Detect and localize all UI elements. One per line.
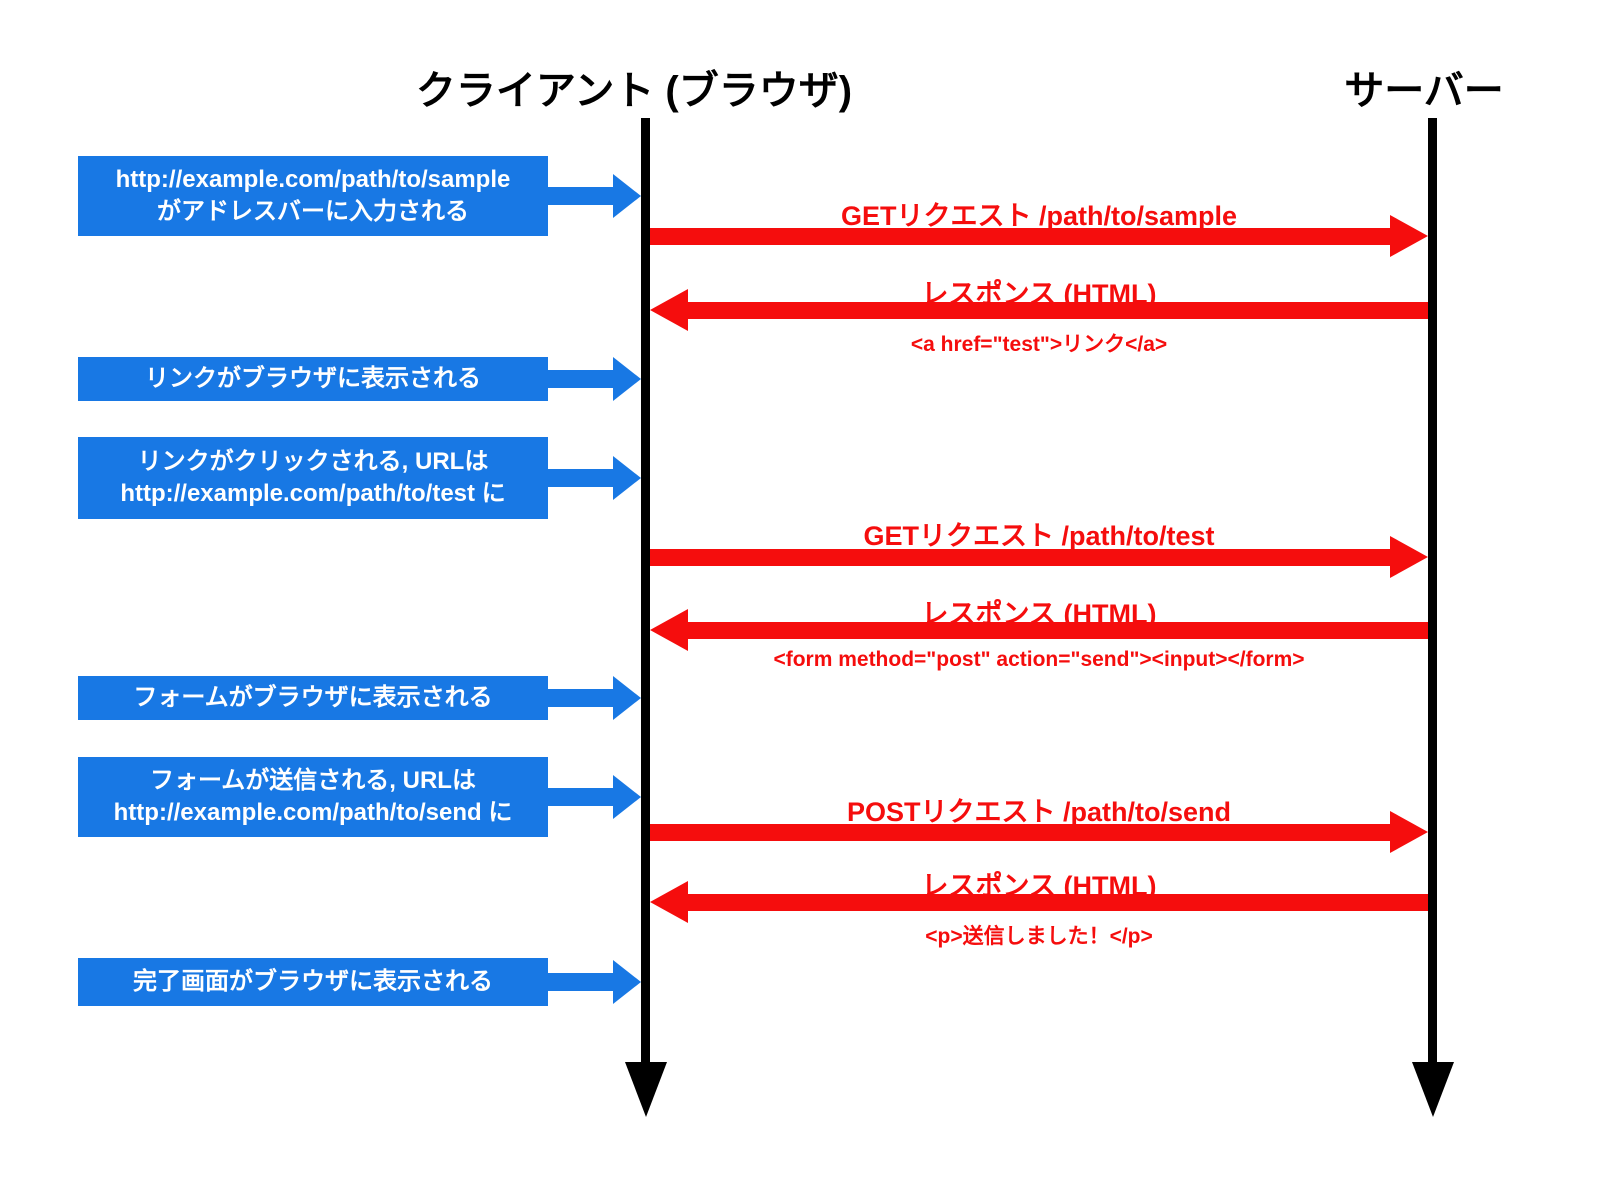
event-arrow-shaft [548, 689, 613, 707]
message-code-label: <p>送信しました！</p> [925, 925, 1153, 948]
client-lifeline-arrowhead-icon [625, 1062, 667, 1117]
message-arrow-head-icon [1390, 215, 1428, 257]
client-event-box: http://example.com/path/to/sample がアドレスバー… [78, 156, 548, 236]
client-event-box: フォームが送信される, URLは http://example.com/path/… [78, 757, 548, 837]
message-label: GETリクエスト /path/to/sample [840, 201, 1238, 231]
event-arrow-head-icon [613, 357, 641, 401]
message-arrow-head-icon [650, 289, 688, 331]
client-event-text: フォームが送信される, URLは [150, 766, 476, 794]
client-title: クライアント (ブラウザ) [415, 69, 853, 113]
client-event-text: http://example.com/path/to/test に [120, 480, 506, 507]
event-arrow-shaft [548, 370, 613, 388]
client-event-box: フォームがブラウザに表示される [78, 676, 548, 720]
message-arrow-shaft [688, 894, 1428, 911]
client-lifeline [641, 118, 650, 1068]
client-event-text: リンクがクリックされる, URLは [137, 447, 489, 475]
event-arrow-shaft [548, 187, 613, 205]
client-event-text: がアドレスバーに入力される [157, 198, 469, 225]
server-title: サーバー [1344, 69, 1504, 113]
event-arrow-head-icon [613, 174, 641, 218]
event-arrow-shaft [548, 788, 613, 806]
message-arrow-shaft [650, 549, 1390, 566]
client-event-box: リンクがブラウザに表示される [78, 357, 548, 401]
event-arrow-head-icon [613, 456, 641, 500]
server-lifeline [1428, 118, 1437, 1068]
client-event-text: http://example.com/path/to/sample [115, 165, 511, 193]
client-event-box: 完了画面がブラウザに表示される [78, 958, 548, 1006]
message-arrow-head-icon [1390, 536, 1428, 578]
client-event-text: リンクがブラウザに表示される [145, 364, 481, 392]
event-arrow-shaft [548, 973, 613, 991]
message-arrow-head-icon [1390, 811, 1428, 853]
message-label: GETリクエスト /path/to/test [863, 521, 1215, 551]
event-arrow-head-icon [613, 676, 641, 720]
message-code-label: <form method="post" action="send"><input… [773, 648, 1305, 671]
event-arrow-shaft [548, 469, 613, 487]
client-event-text: http://example.com/path/to/send に [113, 799, 513, 826]
message-label: POSTリクエスト /path/to/send [846, 797, 1232, 827]
message-arrow-head-icon [650, 609, 688, 651]
client-event-text: 完了画面がブラウザに表示される [133, 967, 493, 995]
message-arrow-shaft [650, 228, 1390, 245]
message-arrow-head-icon [650, 881, 688, 923]
server-lifeline-arrowhead-icon [1412, 1062, 1454, 1117]
message-arrow-shaft [650, 824, 1390, 841]
client-event-box: リンクがクリックされる, URLは http://example.com/path… [78, 437, 548, 519]
message-arrow-shaft [688, 302, 1428, 319]
message-code-label: <a href="test">リンク</a> [910, 333, 1168, 356]
event-arrow-head-icon [613, 775, 641, 819]
message-arrow-shaft [688, 622, 1428, 639]
event-arrow-head-icon [613, 960, 641, 1004]
client-event-text: フォームがブラウザに表示される [133, 683, 493, 711]
